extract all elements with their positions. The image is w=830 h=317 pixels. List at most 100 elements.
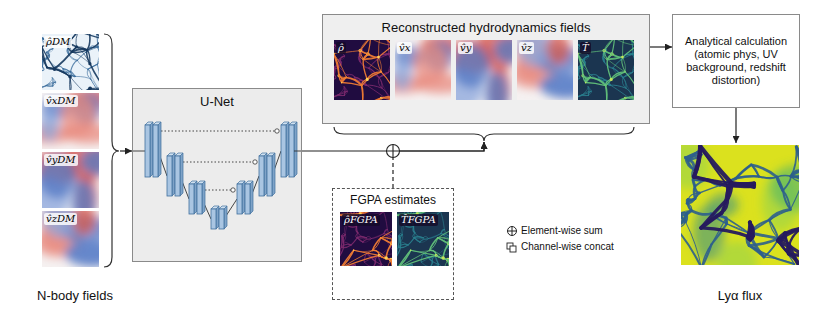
filament [363,59,381,72]
filament [578,69,579,79]
filament [70,88,90,90]
filament [76,34,79,47]
halo [334,52,335,54]
layer-block [259,156,264,196]
layer-block [172,153,175,196]
filament [340,56,344,63]
unet-figure [132,122,302,229]
filament [783,191,791,210]
sum-symbol [387,145,400,158]
filament [423,238,428,240]
filament [700,146,731,183]
filament [606,98,625,100]
filament [582,91,591,95]
field-image [681,145,799,265]
filament [373,238,381,251]
filament [334,54,346,78]
filament [77,60,88,69]
halo [442,256,445,259]
filament [343,235,346,242]
filament [701,228,748,237]
filament [381,238,392,241]
filament [607,57,622,59]
filament [414,227,415,233]
halo [353,250,354,251]
filament [338,91,347,95]
connector-line [392,158,393,189]
filament [605,86,607,100]
box-fill [132,88,302,262]
filament [75,76,91,79]
filament [363,239,372,243]
filament [438,229,449,238]
filament [632,60,634,73]
filament [363,57,378,59]
layer-block [267,153,275,156]
filament [749,246,764,258]
filament [625,96,634,98]
filament [614,40,634,45]
filament [361,86,363,100]
filament [611,72,625,80]
filament [339,76,342,83]
filament [430,261,432,266]
layer-block [175,156,180,196]
layer-block [189,184,194,214]
filament [42,86,53,87]
filament [378,253,392,256]
filament [681,214,687,228]
filament [578,69,579,82]
filament [748,222,750,236]
halo [385,256,388,259]
filament [362,98,381,100]
halo [621,56,624,59]
filament [420,238,424,242]
concat-mark [275,129,279,133]
image-caption: Lyα flux [718,288,763,304]
filament [728,183,755,185]
blob [80,152,99,176]
layer-block [224,206,227,229]
filament [759,177,777,178]
box-title: Reconstructed hydrodynamics fields [382,20,591,36]
halo [699,145,702,148]
filament [377,97,390,100]
dashed-box: FGPA estimates [332,188,454,300]
output-image: Lyα flux [680,143,800,306]
filament [584,56,588,63]
filament [90,64,99,88]
filament [611,85,626,88]
filament [390,247,392,253]
filament [694,146,700,176]
filament [448,240,449,244]
filament [449,266,450,267]
filament [791,147,796,177]
filament [373,261,375,266]
filament [367,85,382,88]
filament [606,86,607,100]
filament [702,244,712,265]
filament [681,211,692,214]
filament [381,96,390,98]
layer-block [150,122,153,177]
filament [366,238,371,240]
filament [391,240,392,244]
filament [398,255,437,266]
filament [421,262,430,266]
filament [70,77,85,90]
field-images [22,19,823,284]
field-image [395,40,451,100]
field-label: v̂x [397,42,412,54]
box-title: FGPA estimates [350,193,436,207]
filament [769,209,790,220]
filament [578,95,589,96]
layer-block [211,206,219,209]
filament [55,52,72,69]
filament [341,242,344,247]
filament [412,264,416,266]
field-label: ρ̂FGPA [342,214,380,226]
filament [695,193,699,199]
filament [384,212,388,230]
filament [582,91,591,95]
network-wire [132,151,145,152]
